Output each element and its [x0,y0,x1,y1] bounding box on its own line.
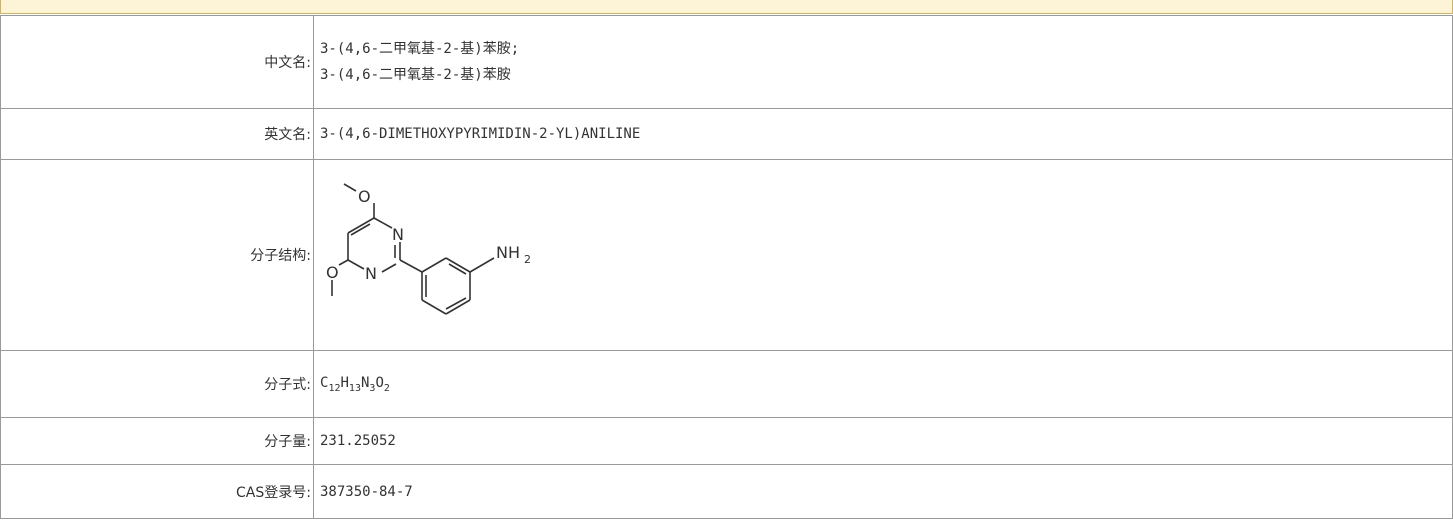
formula-count-c: 12 [328,382,341,394]
english-name-label: 英文名: [0,108,314,160]
compound-info-table: 中文名: 3-(4,6-二甲氧基-2-基)苯胺; 3-(4,6-二甲氧基-2-基… [0,15,1453,519]
molecular-weight-value: 231.25052 [313,417,1453,465]
formula-count-h: 13 [348,382,361,394]
table-row: 分子结构: [0,159,1453,351]
table-row: 分子式: C12H13N3O2 [0,350,1453,418]
table-row: CAS登录号: 387350-84-7 [0,464,1453,519]
formula-count-o: 2 [383,382,390,394]
english-name-value: 3-(4,6-DIMETHOXYPYRIMIDIN-2-YL)ANILINE [313,108,1453,160]
atom-n-top: N [392,225,404,244]
atom-o-top: O [358,187,371,206]
molecular-structure-image: O N N O NH 2 [326,182,531,315]
atom-n-bottom: N [365,264,377,283]
structure-value: O N N O NH 2 [313,159,1453,351]
header-band [0,0,1453,14]
atom-o-bottom: O [326,263,339,282]
formula-element-n: N [360,374,370,391]
formula-label: 分子式: [0,350,314,418]
cas-label: CAS登录号: [0,464,314,519]
chinese-name-label: 中文名: [0,15,314,109]
table-row: 中文名: 3-(4,6-二甲氧基-2-基)苯胺; 3-(4,6-二甲氧基-2-基… [0,15,1453,109]
formula-element-c: C [320,374,329,391]
table-row: 分子量: 231.25052 [0,417,1453,465]
table-row: 英文名: 3-(4,6-DIMETHOXYPYRIMIDIN-2-YL)ANIL… [0,108,1453,160]
formula-element-h: H [340,374,349,391]
chinese-name-value: 3-(4,6-二甲氧基-2-基)苯胺; 3-(4,6-二甲氧基-2-基)苯胺 [313,15,1453,109]
structure-label: 分子结构: [0,159,314,351]
molecular-weight-label: 分子量: [0,417,314,465]
formula-value: C12H13N3O2 [313,350,1453,418]
cas-value: 387350-84-7 [313,464,1453,519]
atom-nh: NH [496,243,520,262]
formula-count-n: 3 [369,382,376,394]
chinese-name-line-1: 3-(4,6-二甲氧基-2-基)苯胺; [320,41,520,57]
chinese-name-line-2: 3-(4,6-二甲氧基-2-基)苯胺 [320,67,511,83]
formula-element-o: O [375,374,384,391]
atom-nh-subscript: 2 [524,253,531,266]
